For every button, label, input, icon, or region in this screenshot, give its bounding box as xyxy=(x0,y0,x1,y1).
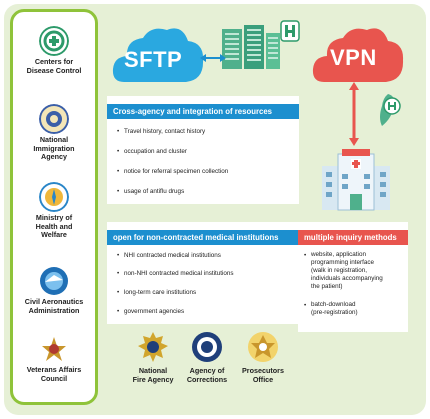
inquiry-methods-box: multiple inquiry methods • website, appl… xyxy=(298,222,408,332)
mohw-logo-icon xyxy=(39,182,69,212)
agency-name: Veterans Affairs Council xyxy=(26,365,82,383)
agency-prosecutors: Prosecutors Office xyxy=(232,330,294,384)
double-arrow-icon xyxy=(200,54,226,62)
agency-corrections: Agency of Corrections xyxy=(178,330,236,384)
inquiry-method-web: website, application programming interfa… xyxy=(311,251,383,290)
box-title: Cross-agency and integration of resource… xyxy=(107,104,299,119)
list-item: •Travel history, contact history xyxy=(117,128,206,135)
list-item: •usage of antiflu drugs xyxy=(117,188,185,195)
fire-agency-emblem-icon xyxy=(138,332,168,362)
agency-name: Prosecutors Office xyxy=(242,366,284,384)
vpn-label: VPN xyxy=(330,45,377,70)
list-item-bullet: • xyxy=(304,252,307,259)
agency-caa: Civil Aeronautics Administration xyxy=(13,266,95,315)
server-rack-icon xyxy=(222,25,280,69)
immigration-seal-icon xyxy=(39,104,69,134)
agency-name: Civil Aeronautics Administration xyxy=(24,297,84,315)
agency-fire: National Fire Agency xyxy=(124,330,182,384)
list-item-bullet: • xyxy=(304,302,307,309)
non-contracted-box: open for non-contracted medical institut… xyxy=(107,222,299,324)
box-title: multiple inquiry methods xyxy=(298,230,408,245)
list-item: •long-term care institutions xyxy=(117,289,197,296)
agency-name: National Immigration Agency xyxy=(33,135,75,162)
cdc-logo-icon xyxy=(39,26,69,56)
agency-mohw: Ministry of Health and Welfare xyxy=(13,182,95,240)
list-item: •notice for referral specimen collection xyxy=(117,168,229,175)
hospital-icon xyxy=(322,149,390,211)
agency-name: Ministry of Health and Welfare xyxy=(35,213,73,240)
sftp-cloud-icon xyxy=(112,28,204,82)
list-item: •government agencies xyxy=(117,308,185,315)
prosecutors-emblem-icon xyxy=(248,332,278,362)
agency-name: Agency of Corrections xyxy=(186,366,228,384)
agency-list-panel: Centers for Disease Control National Imm… xyxy=(10,9,98,405)
vertical-double-arrow-icon xyxy=(349,82,359,146)
vac-emblem-icon xyxy=(40,335,68,363)
health-agency-logo-icon xyxy=(280,20,300,42)
list-item: •occupation and cluster xyxy=(117,148,188,155)
agency-name: Centers for Disease Control xyxy=(26,57,82,75)
inquiry-method-batch: batch-download (pre-registration) xyxy=(311,301,358,316)
list-item: •non-NHI contracted medical institutions xyxy=(117,270,234,277)
agency-immigration: National Immigration Agency xyxy=(13,104,95,162)
caa-logo-icon xyxy=(40,267,68,295)
agency-cdc: Centers for Disease Control xyxy=(13,26,95,75)
agency-vac: Veterans Affairs Council xyxy=(13,334,95,383)
corrections-seal-icon xyxy=(192,332,222,362)
vpn-cloud-icon xyxy=(312,28,404,82)
cross-agency-box: Cross-agency and integration of resource… xyxy=(107,96,299,204)
taiwan-map-icon xyxy=(380,94,401,126)
list-item: •NHI contracted medical institutions xyxy=(117,252,221,259)
agency-name: National Fire Agency xyxy=(132,366,174,384)
box-title: open for non-contracted medical institut… xyxy=(107,230,299,245)
sftp-label: SFTP xyxy=(124,47,183,72)
